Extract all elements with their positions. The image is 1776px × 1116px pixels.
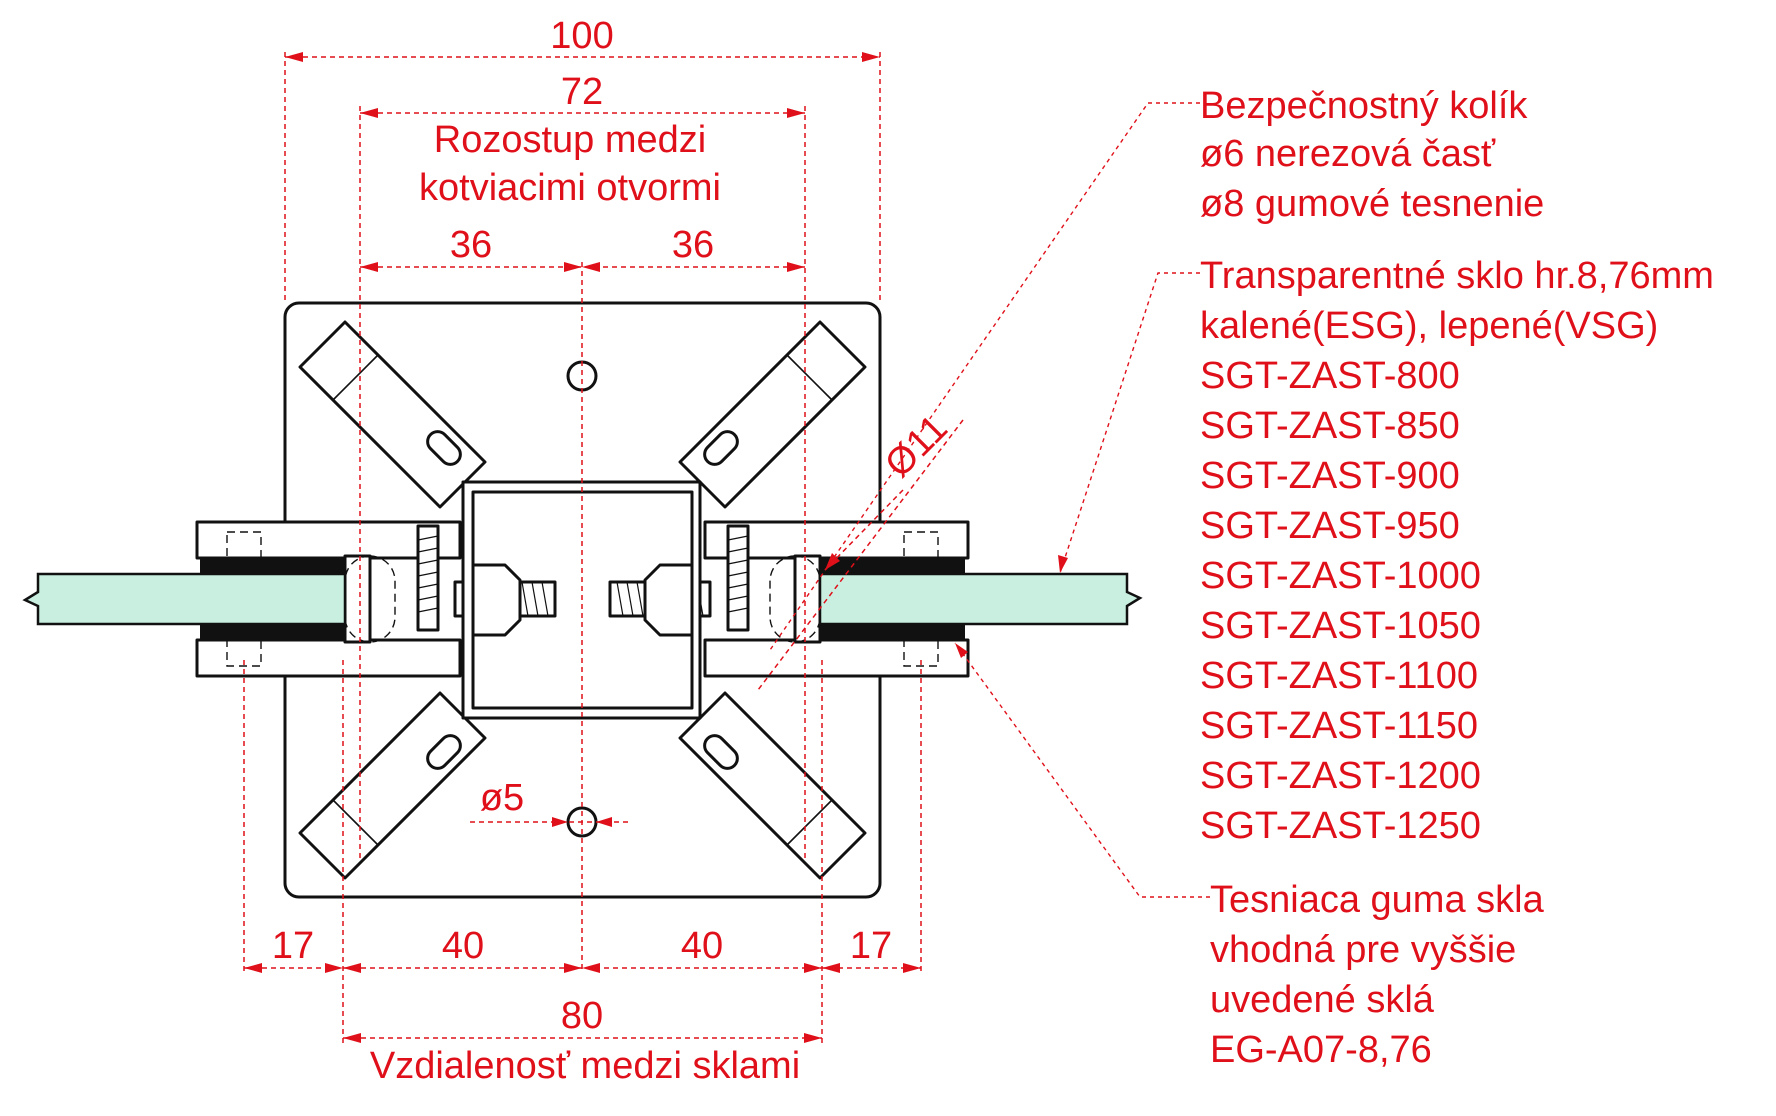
dim-bottom-chain: 17 40 40 17	[243, 660, 922, 1045]
diagonal-arms	[298, 320, 867, 880]
note-pin-line: ø6 nerezová časť	[1200, 133, 1496, 175]
right-clamp	[703, 520, 970, 678]
dim-glass-gap-label: 80	[561, 995, 603, 1037]
dim-hole-diameter-label: ø5	[480, 777, 524, 819]
note-glass-line: kalené(ESG), lepené(VSG)	[1200, 305, 1658, 347]
slot-lower-right	[703, 734, 739, 770]
leader-glass-arrow	[1058, 555, 1068, 573]
hole-spacing-caption-2: kotviacimi otvormi	[419, 167, 721, 209]
right-clamp-bottom	[703, 638, 970, 678]
slot-upper-right	[703, 430, 739, 466]
leader-pin	[769, 102, 1200, 651]
note-pin-line: ø8 gumové tesnenie	[1200, 183, 1544, 225]
product-code: SGT-ZAST-900	[1200, 455, 1460, 497]
dim-overall-width: 100	[284, 15, 881, 303]
note-pin: Bezpečnostný kolík ø6 nerezová časť ø8 g…	[1200, 85, 1544, 225]
note-gasket-line: uvedené sklá	[1210, 979, 1435, 1021]
slot-upper-left	[426, 430, 462, 466]
glass-gap-caption: Vzdialenosť medzi sklami	[370, 1045, 800, 1087]
product-code: SGT-ZAST-1150	[1200, 705, 1478, 747]
product-code: SGT-ZAST-800	[1200, 355, 1460, 397]
center-post-left-nut	[471, 563, 522, 637]
leader-gasket-arrow	[955, 643, 968, 658]
screw-right	[726, 524, 750, 632]
dim-hole-diameter: ø5	[470, 777, 630, 827]
dim-glass-gap: 80 Vzdialenosť medzi sklami	[343, 995, 822, 1087]
product-code: SGT-ZAST-1100	[1200, 655, 1478, 697]
screw-right-body	[726, 524, 750, 632]
dim-half-left-label: 36	[450, 224, 492, 266]
note-glass-line: Transparentné sklo hr.8,76mm	[1200, 255, 1714, 297]
dim-edge-right-label: 17	[850, 925, 892, 967]
note-gasket-line: Tesniaca guma skla	[1210, 879, 1545, 921]
mounting-hole-top	[566, 360, 598, 392]
slot-lower-left	[426, 734, 462, 770]
product-code: SGT-ZAST-1200	[1200, 755, 1481, 797]
glass-panel-right	[818, 572, 1143, 626]
right-clamp-end	[793, 554, 822, 644]
dim-diameter-large-label: Ø11	[877, 407, 955, 485]
product-code: SGT-ZAST-1050	[1200, 605, 1481, 647]
product-code: SGT-ZAST-1250	[1200, 805, 1481, 847]
arm-upper-right	[678, 320, 867, 509]
dim-overall-width-label: 100	[550, 15, 613, 57]
left-clamp	[195, 520, 462, 678]
product-code: SGT-ZAST-850	[1200, 405, 1460, 447]
center-post-right-nut	[643, 563, 694, 637]
arm-upper-left	[298, 320, 487, 509]
left-clamp-top	[195, 520, 462, 560]
gasket-left-bottom	[200, 624, 345, 640]
product-code: SGT-ZAST-1000	[1200, 555, 1481, 597]
note-gasket-line: vhodná pre vyššie	[1210, 929, 1516, 971]
dim-edge-left-label: 17	[272, 925, 314, 967]
dim-half-spacing: 36 36	[360, 224, 805, 272]
gasket-right-bottom	[820, 624, 965, 640]
note-pin-line: Bezpečnostný kolík	[1200, 85, 1528, 127]
leader-glass	[1059, 272, 1200, 574]
product-code: SGT-ZAST-950	[1200, 505, 1460, 547]
gasket-right-top	[820, 558, 965, 574]
arm-lower-right	[678, 691, 867, 880]
screw-left	[416, 524, 440, 632]
dim-half-right-label: 36	[672, 224, 714, 266]
screw-left-body	[416, 524, 440, 632]
left-clamp-bottom	[195, 638, 462, 678]
dim-hole-spacing-label: 72	[561, 71, 603, 113]
note-gasket: Tesniaca guma skla vhodná pre vyššie uve…	[1210, 879, 1545, 1071]
arm-lower-left	[298, 691, 487, 880]
glass-panel-left	[22, 572, 347, 626]
note-glass: Transparentné sklo hr.8,76mm kalené(ESG)…	[1200, 255, 1714, 847]
leader-gasket	[954, 642, 1210, 898]
dim-inner-right-label: 40	[681, 925, 723, 967]
gasket-left-top	[200, 558, 345, 574]
note-gasket-line: EG-A07-8,76	[1210, 1029, 1432, 1071]
dim-hole-spacing: 72 Rozostup medzi kotviacimi otvormi	[359, 71, 806, 860]
hole-spacing-caption-1: Rozostup medzi	[434, 119, 706, 161]
dim-inner-left-label: 40	[442, 925, 484, 967]
center-post	[461, 480, 702, 720]
